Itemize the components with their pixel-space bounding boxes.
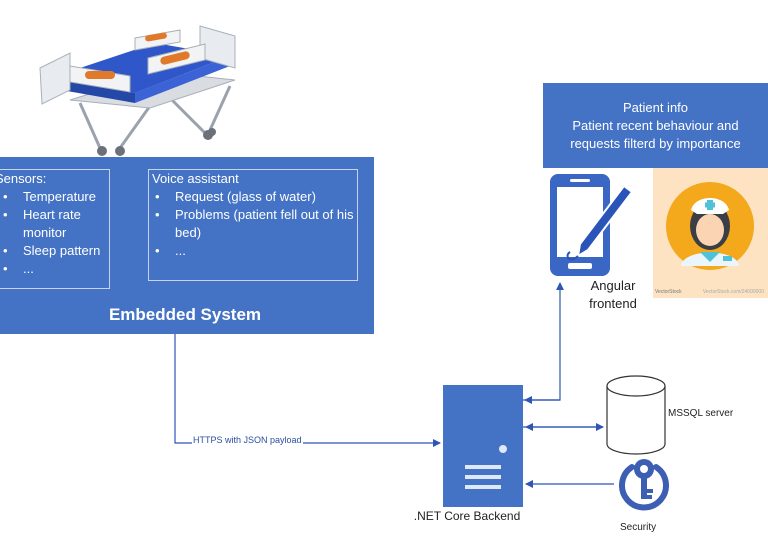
sensors-list: Temperature Heart rate monitor Sleep pat… xyxy=(0,188,109,278)
patient-info-block: Patient info Patient recent behaviour an… xyxy=(543,83,768,168)
mssql-label: MSSQL server xyxy=(668,408,734,419)
database-icon xyxy=(606,375,666,455)
list-item: ... xyxy=(0,260,109,278)
list-item: Sleep pattern xyxy=(0,242,109,260)
voice-assistant-box: Voice assistant Request (glass of water)… xyxy=(148,169,358,281)
embedded-system-block: Sensors: Temperature Heart rate monitor … xyxy=(0,157,374,334)
nurse-image: VectorStock VectorStock.com/24000000 xyxy=(653,168,768,298)
embedded-system-title: Embedded System xyxy=(108,305,262,324)
angular-label-line: Angular xyxy=(590,278,636,293)
angular-frontend-label: Angular frontend xyxy=(580,277,646,313)
server-label: .NET Core Backend xyxy=(413,509,521,523)
list-item: Heart rate monitor xyxy=(0,206,109,242)
nurse-credit: VectorStock xyxy=(655,289,682,295)
https-arrow xyxy=(174,334,441,447)
tablet-icon xyxy=(550,174,634,276)
list-item: Temperature xyxy=(0,188,109,206)
security-label: Security xyxy=(620,522,657,533)
sensors-box: Sensors: Temperature Heart rate monitor … xyxy=(0,169,110,289)
nurse-credit-url: VectorStock.com/24000000 xyxy=(702,289,764,295)
patient-info-line: Patient info xyxy=(622,100,689,115)
patient-info-line: Patient recent behaviour and xyxy=(572,118,739,133)
voice-list: Request (glass of water) Problems (patie… xyxy=(149,188,357,260)
hospital-bed-image xyxy=(39,25,236,156)
list-item: ... xyxy=(149,242,357,260)
key-icon xyxy=(619,459,669,511)
server-icon xyxy=(443,385,523,507)
voice-heading: Voice assistant xyxy=(152,171,239,186)
angular-label-line: frontend xyxy=(589,296,637,311)
nurse-icon xyxy=(666,182,754,270)
sensors-heading: Sensors: xyxy=(0,171,47,186)
list-item: Problems (patient fell out of his bed) xyxy=(149,206,357,242)
list-item: Request (glass of water) xyxy=(149,188,357,206)
patient-info-line: requests filterd by importance xyxy=(570,136,741,151)
https-label: HTTPS with JSON payload xyxy=(192,435,303,445)
server-to-frontend-arrow xyxy=(523,282,564,401)
